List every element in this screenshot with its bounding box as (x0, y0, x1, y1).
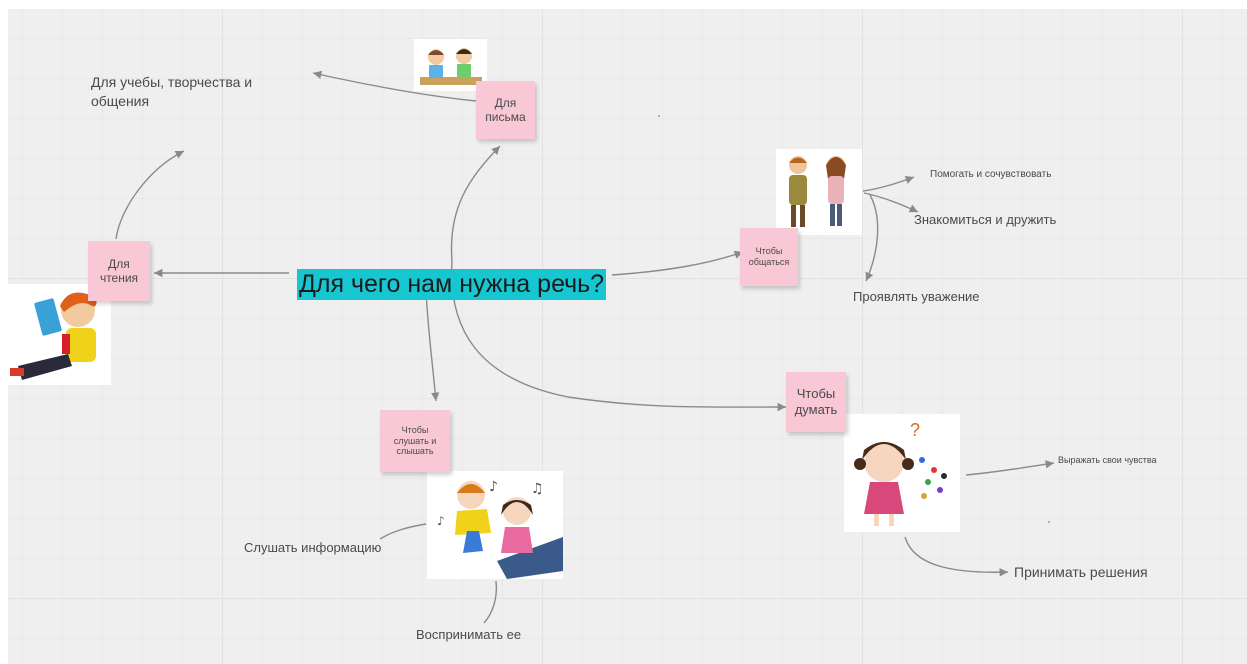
label-study[interactable]: Для учебы, творчества и общения (91, 74, 253, 109)
connector-perceive (483, 580, 498, 624)
sticky-listening-text: Чтобы слушать и слышать (393, 424, 437, 457)
sticky-thinking-text: Чтобы думать (794, 386, 838, 417)
sticky-listening[interactable]: Чтобы слушать и слышать (380, 410, 450, 472)
thinking-girl-image: ? (844, 414, 960, 532)
label-feelings[interactable]: Выражать свои чувства (1058, 455, 1157, 465)
svg-text:♪: ♪ (437, 514, 445, 528)
label-listen-info[interactable]: Слушать информацию (244, 540, 382, 555)
connector-listening (425, 291, 440, 402)
stray-dot (658, 115, 660, 117)
label-friends[interactable]: Знакомиться и дружить (914, 212, 1057, 227)
svg-text:♫: ♫ (531, 481, 544, 497)
central-topic[interactable]: Для чего нам нужна речь? (297, 269, 607, 300)
boy-and-girl-talking-image (776, 149, 862, 235)
connector-writing (450, 145, 501, 262)
stray-dot (1048, 521, 1050, 523)
connector-decisions (904, 536, 1009, 577)
svg-text:♪: ♪ (489, 479, 498, 495)
label-decisions[interactable]: Принимать решения (1014, 564, 1148, 580)
sticky-writing-text: Для письма (485, 95, 526, 124)
connector-listen-info (379, 523, 427, 540)
svg-text:?: ? (910, 420, 920, 440)
label-respect[interactable]: Проявлять уважение (853, 289, 980, 304)
connector-respect (865, 194, 879, 282)
mind-map-board[interactable]: ? ♪ ♫ ♪ (8, 9, 1247, 664)
connector-communication (611, 250, 744, 276)
music-children-icon: ♪ ♫ ♪ (437, 479, 563, 579)
children-listening-to-music-image: ♪ ♫ ♪ (427, 471, 563, 579)
thinking-girl-icon: ? (854, 420, 947, 526)
connector-study (115, 150, 185, 240)
reading-boy-icon (10, 292, 97, 380)
label-help[interactable]: Помогать и сочувствовать (930, 169, 1052, 180)
connector-writing-study (312, 70, 477, 102)
connector-thinking (450, 260, 787, 412)
label-perceive[interactable]: Воспринимать ее (416, 627, 522, 642)
connector-feelings (965, 460, 1055, 476)
connector-friends (863, 192, 919, 213)
sticky-reading[interactable]: Для чтения (88, 241, 150, 301)
sticky-communication-text: Чтобы общаться (748, 246, 790, 267)
sticky-writing[interactable]: Для письма (476, 81, 535, 139)
sticky-reading-text: Для чтения (99, 256, 139, 285)
sticky-communication[interactable]: Чтобы общаться (740, 228, 798, 286)
connectors (115, 70, 1055, 624)
connector-help (862, 176, 915, 192)
children-at-desk-icon (420, 48, 482, 85)
talking-children-icon (789, 156, 846, 227)
sticky-thinking[interactable]: Чтобы думать (786, 372, 846, 432)
two-children-at-desk-image (414, 39, 487, 91)
